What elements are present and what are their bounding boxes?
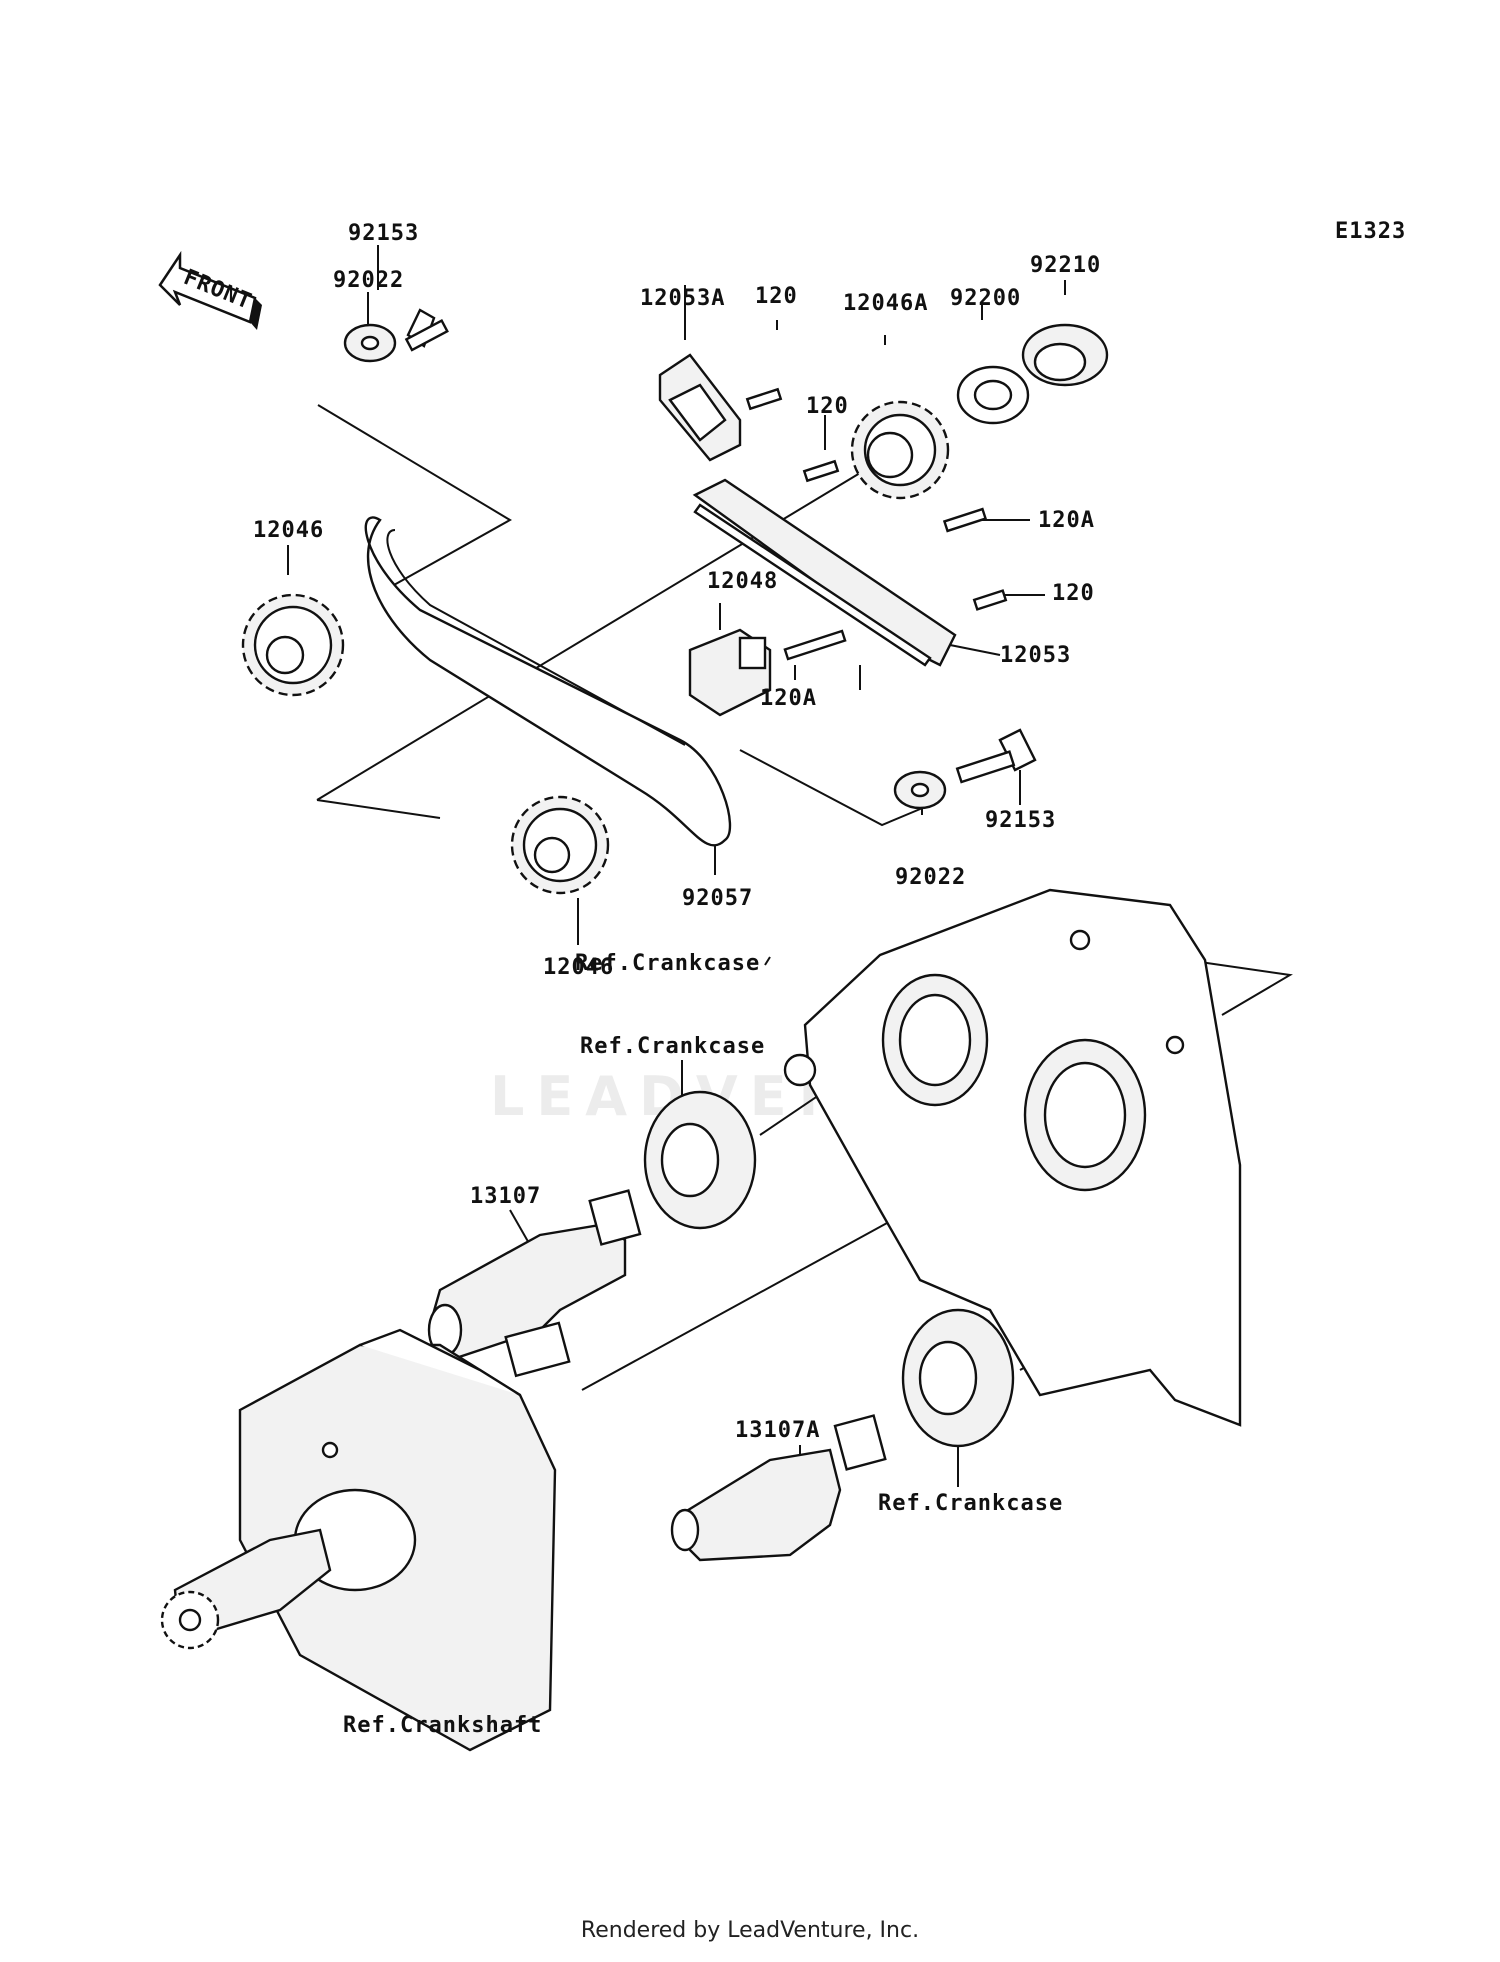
label-120-c: 120 (1052, 581, 1095, 606)
label-120A-a: 120A (1038, 508, 1095, 533)
label-12046-bottom: 12046 (543, 955, 614, 980)
footer-credit: Rendered by LeadVenture, Inc. (580, 1918, 920, 1943)
washer-92022-top (343, 323, 397, 363)
bolts-120 (745, 387, 1008, 661)
label-92153-top: 92153 (348, 221, 419, 246)
sprocket-12046-bottom (510, 795, 610, 895)
label-ref-crankcase-2: Ref.Crankcase (580, 1034, 765, 1059)
shaft-13107A (670, 1414, 887, 1562)
label-ref-crankcase-1: Ref.Crankcase (575, 951, 760, 976)
label-12046-top: 12046 (253, 518, 324, 543)
label-12053: 12053 (1000, 643, 1071, 668)
front-arrow-icon: FRONT (158, 250, 262, 330)
washer-92200 (956, 365, 1030, 425)
label-92057: 92057 (682, 886, 753, 911)
label-13107: 13107 (470, 1184, 541, 1209)
label-92022-bottom: 92022 (895, 865, 966, 890)
chain-guide-12053 (692, 478, 957, 667)
label-120-b: 120 (806, 394, 849, 419)
shaft-13107 (427, 1189, 642, 1362)
label-92210: 92210 (1030, 253, 1101, 278)
label-ref-crankshaft: Ref.Crankshaft (343, 1713, 542, 1738)
crankcase-housing (783, 888, 1242, 1427)
bearing-top (643, 1090, 757, 1230)
chain-guide-12053A (658, 353, 742, 462)
label-13107A: 13107A (735, 1418, 820, 1443)
label-ref-crankcase-3: Ref.Crankcase (878, 1491, 1063, 1516)
label-120A-b: 120A (760, 686, 817, 711)
label-92153-bottom: 92153 (985, 808, 1056, 833)
sprocket-12046-top (241, 593, 345, 697)
label-12053A: 12053A (640, 286, 725, 311)
chain-92057 (364, 516, 732, 847)
crankshaft (160, 1321, 571, 1752)
washer-92022-bottom (893, 770, 947, 810)
label-120-a: 120 (755, 284, 798, 309)
nut-92210 (1021, 323, 1109, 387)
diagram-code: E1323 (1335, 219, 1406, 244)
label-12046A: 12046A (843, 291, 928, 316)
bolt-92153-bottom (955, 728, 1037, 784)
bearing-bottom (901, 1308, 1015, 1448)
label-92200: 92200 (950, 286, 1021, 311)
bolt-92153-top (404, 308, 449, 352)
label-92022-top: 92022 (333, 268, 404, 293)
tensioner-12048 (688, 628, 772, 717)
label-12048: 12048 (707, 569, 778, 594)
sprocket-12046A (850, 400, 950, 500)
